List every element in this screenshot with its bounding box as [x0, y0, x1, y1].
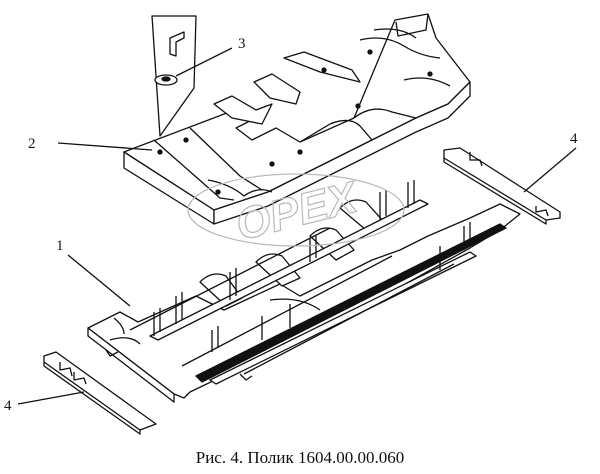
callout-4-right: 4	[570, 131, 578, 147]
figure-caption: Рис. 4. Полик 1604.00.00.060	[195, 448, 405, 467]
callout-3: 3	[238, 36, 246, 52]
leader-lines	[17, 47, 577, 405]
callout-2: 2	[28, 136, 36, 152]
angle-strip-left	[43, 351, 157, 435]
lower-metal-frame	[87, 180, 521, 403]
callout-4-left: 4	[4, 398, 12, 414]
fastener-detail	[151, 15, 197, 137]
angle-strip-right	[443, 147, 561, 225]
upper-floor-board	[123, 13, 471, 225]
callout-1: 1	[56, 238, 64, 254]
